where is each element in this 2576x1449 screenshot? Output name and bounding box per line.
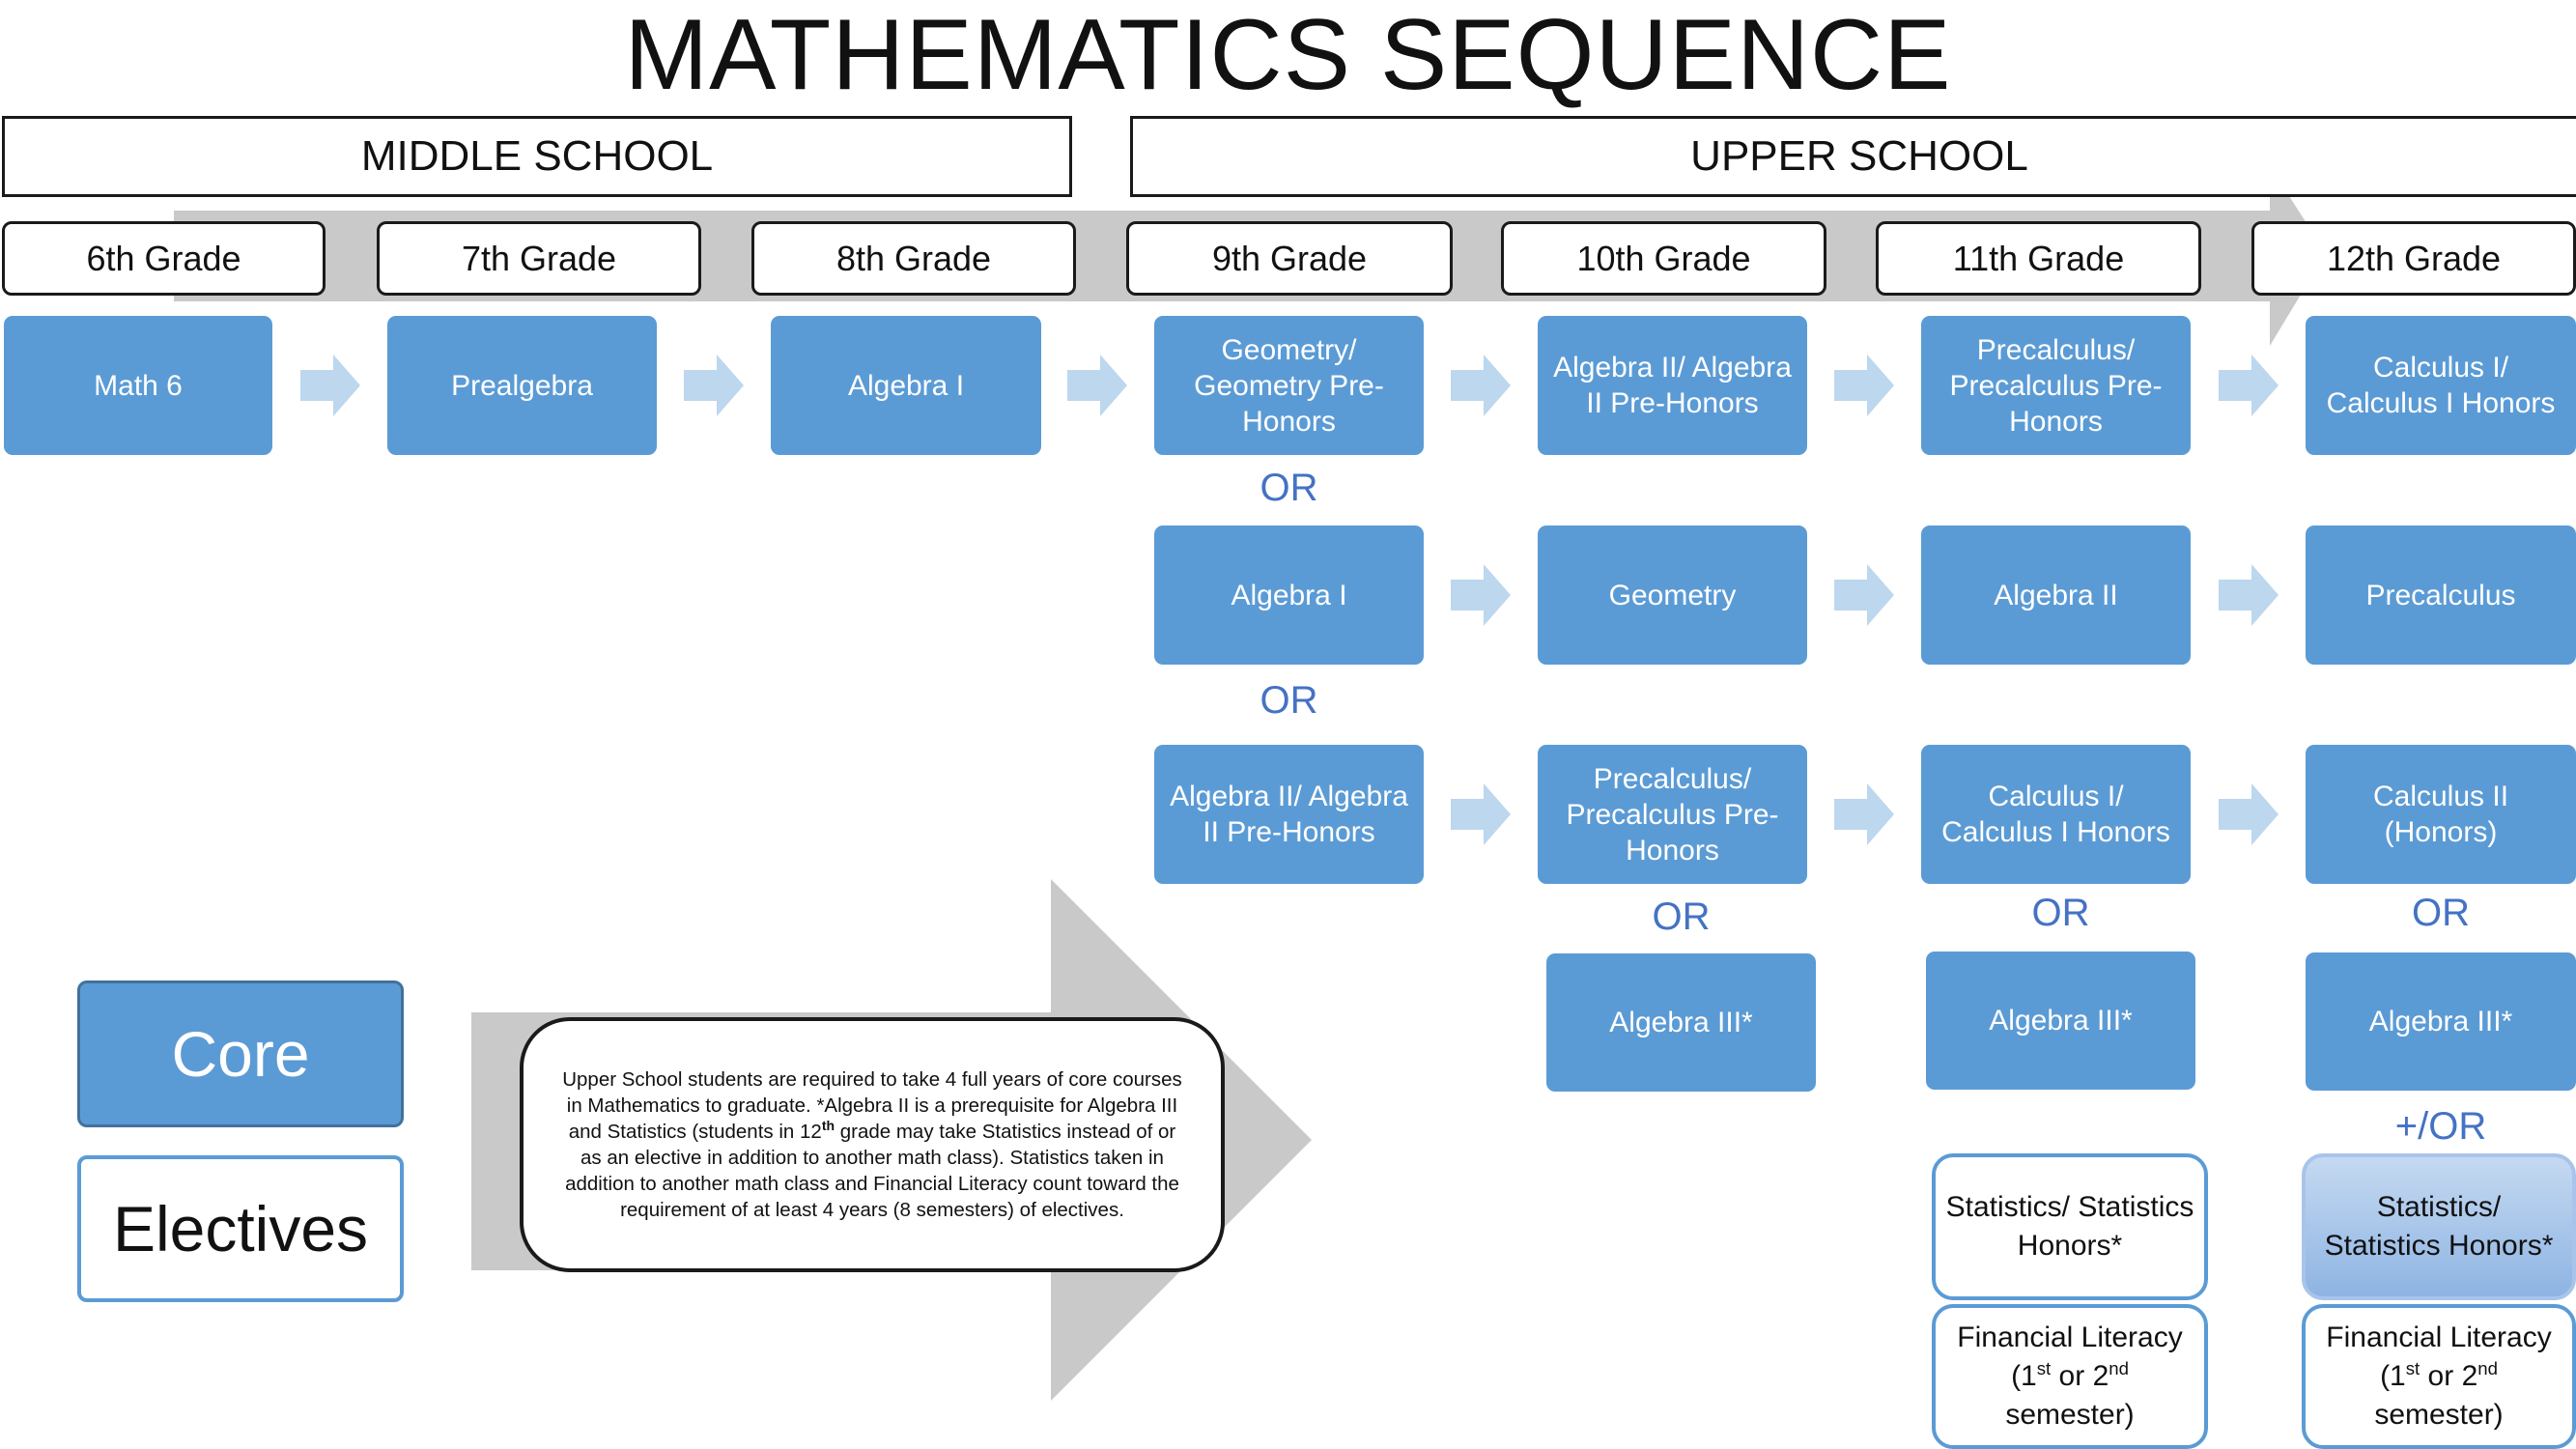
- flow-arrow-icon: [1067, 355, 1127, 416]
- flow-arrow-icon: [1451, 355, 1511, 416]
- flow-arrow-icon: [2219, 783, 2279, 845]
- graduation-requirements-note: Upper School students are required to ta…: [520, 1017, 1225, 1272]
- legend-core: Core: [77, 980, 404, 1127]
- grade-header-12: 12th Grade: [2251, 221, 2576, 296]
- page-title: MATHEMATICS SEQUENCE: [624, 0, 1952, 111]
- grade-header-6: 6th Grade: [2, 221, 326, 296]
- or-label: OR: [2412, 891, 2470, 934]
- course-algebra-ii-pre-honors: Algebra II/ Algebra II Pre-Honors: [1538, 316, 1807, 455]
- course-calculus-i-honors: Calculus I/ Calculus I Honors: [2306, 316, 2576, 455]
- flow-arrow-icon: [1834, 783, 1894, 845]
- elective-statistics-grade12: Statistics/ Statistics Honors*: [2302, 1153, 2576, 1300]
- flow-arrow-icon: [300, 355, 360, 416]
- course-algebra-iii-grade11: Algebra III*: [1926, 952, 2195, 1090]
- course-precalculus-pre-honors-grade10: Precalculus/ Precalculus Pre-Honors: [1538, 745, 1807, 884]
- and-or-label: +/OR: [2394, 1104, 2487, 1148]
- flow-arrow-icon: [1834, 355, 1894, 416]
- upper-school-header: UPPER SCHOOL: [1130, 116, 2576, 197]
- legend-electives: Electives: [77, 1155, 404, 1302]
- flow-arrow-icon: [1451, 564, 1511, 626]
- course-algebra-iii-grade12: Algebra III*: [2306, 952, 2576, 1091]
- course-algebra-i-grade9: Algebra I: [1154, 526, 1424, 665]
- elective-statistics-grade11: Statistics/ Statistics Honors*: [1932, 1153, 2208, 1300]
- course-precalculus-pre-honors: Precalculus/ Precalculus Pre-Honors: [1921, 316, 2191, 455]
- course-algebra-ii: Algebra II: [1921, 526, 2191, 665]
- flow-arrow-icon: [1834, 564, 1894, 626]
- course-prealgebra: Prealgebra: [387, 316, 657, 455]
- flow-arrow-icon: [1451, 783, 1511, 845]
- financial-literacy-text: Financial Literacy (1st or 2nd semester): [2326, 1321, 2552, 1431]
- or-label: OR: [1652, 895, 1711, 938]
- note-text: Upper School students are required to ta…: [562, 1068, 1182, 1221]
- or-label: OR: [1260, 466, 1318, 509]
- course-algebra-i-grade8: Algebra I: [771, 316, 1041, 455]
- course-precalculus: Precalculus: [2306, 526, 2576, 665]
- grade-header-10: 10th Grade: [1501, 221, 1826, 296]
- or-label: OR: [2031, 891, 2090, 934]
- grade-header-9: 9th Grade: [1126, 221, 1453, 296]
- course-geometry-pre-honors: Geometry/ Geometry Pre-Honors: [1154, 316, 1424, 455]
- course-math-6: Math 6: [4, 316, 272, 455]
- or-label: OR: [1260, 678, 1318, 722]
- elective-financial-literacy-grade12: Financial Literacy (1st or 2nd semester): [2302, 1304, 2576, 1449]
- grade-header-7: 7th Grade: [377, 221, 701, 296]
- course-geometry: Geometry: [1538, 526, 1807, 665]
- course-calculus-ii-honors: Calculus II (Honors): [2306, 745, 2576, 884]
- flow-arrow-icon: [684, 355, 744, 416]
- course-calculus-i-honors-grade11: Calculus I/ Calculus I Honors: [1921, 745, 2191, 884]
- middle-school-header: MIDDLE SCHOOL: [2, 116, 1072, 197]
- financial-literacy-text: Financial Literacy (1st or 2nd semester): [1957, 1321, 2183, 1431]
- flow-arrow-icon: [2219, 564, 2279, 626]
- grade-header-8: 8th Grade: [751, 221, 1076, 296]
- flow-arrow-icon: [2219, 355, 2279, 416]
- grade-header-11: 11th Grade: [1876, 221, 2201, 296]
- course-algebra-iii-grade10: Algebra III*: [1546, 953, 1816, 1092]
- elective-financial-literacy-grade11: Financial Literacy (1st or 2nd semester): [1932, 1304, 2208, 1449]
- course-algebra-ii-pre-honors-grade9: Algebra II/ Algebra II Pre-Honors: [1154, 745, 1424, 884]
